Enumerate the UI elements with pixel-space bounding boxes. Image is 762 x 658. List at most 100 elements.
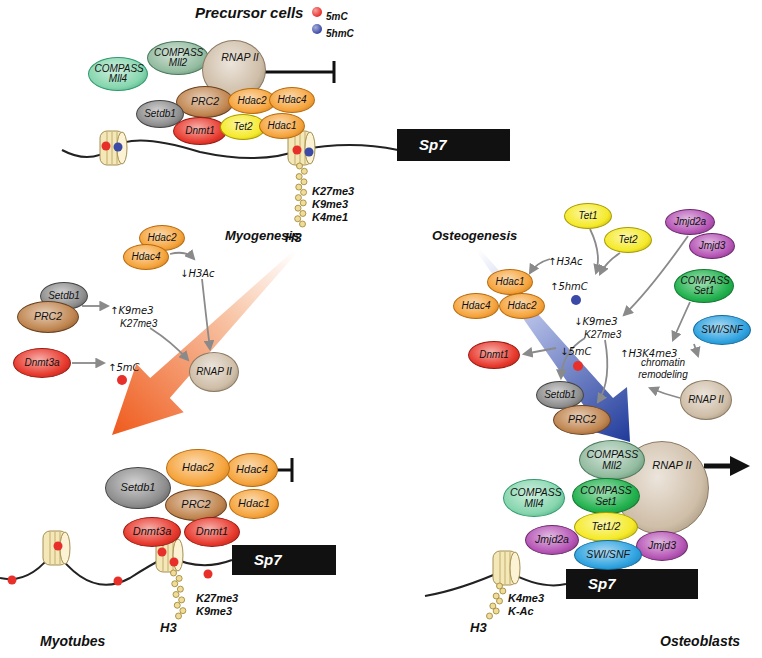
tail-bead xyxy=(295,195,301,201)
tail-bead xyxy=(301,168,307,174)
tail-bead xyxy=(497,598,503,604)
label-anchor: K4me1 xyxy=(312,207,348,225)
mark-label: ↑5hmC xyxy=(550,281,588,292)
stage-title: Osteoblasts xyxy=(660,633,740,649)
mark-label: K9me3 xyxy=(196,605,232,617)
protein-name: COMPASS Set1 xyxy=(681,276,728,297)
nucleosome-part xyxy=(112,132,113,164)
protein-name: Dnmt1 xyxy=(196,526,228,538)
protein-name: PRC2 xyxy=(34,311,62,322)
protein-name: Hdac2 xyxy=(182,462,214,474)
protein-ellipse: COMPASS Set1 xyxy=(572,478,640,514)
label-anchor: ↑5mC xyxy=(108,357,139,375)
protein-ellipse: SWI/SNF xyxy=(574,540,642,570)
protein-name: Jmjd2a xyxy=(674,217,706,228)
label-anchor: K9me3 xyxy=(312,194,348,212)
mark-label: K4me1 xyxy=(312,211,348,223)
protein-ellipse: PRC2 xyxy=(165,489,227,521)
mark-label: ↑5mC xyxy=(108,362,139,373)
protein-name: Hdac1 xyxy=(238,498,270,510)
protein-name: RNAP II xyxy=(196,367,232,378)
protein-name: RNAP II xyxy=(652,460,691,472)
tail-bead xyxy=(296,184,302,190)
gene-name: Sp7 xyxy=(419,137,447,153)
tail-bead xyxy=(173,592,179,598)
protein-ellipse: Hdac4 xyxy=(453,293,499,319)
label-anchor: K27me3 xyxy=(196,588,238,606)
mark-label: ↓H3Ac xyxy=(180,268,215,279)
protein-ellipse: Hdac4 xyxy=(123,244,169,270)
nucleosome-part xyxy=(50,532,51,564)
protein-ellipse: Dnmt3a xyxy=(123,517,181,547)
protein-name: Setdb1 xyxy=(48,291,80,302)
label-anchor: Precursor cells xyxy=(195,4,303,22)
protein-name: PRC2 xyxy=(181,499,210,511)
protein-ellipse: Dnmt1 xyxy=(468,341,520,369)
tail-bead xyxy=(500,588,506,594)
tail-bead xyxy=(297,163,303,169)
tail-bead xyxy=(487,613,493,619)
label-anchor: K9me3 xyxy=(196,601,232,619)
gene-name: Sp7 xyxy=(588,576,616,592)
protein-name: SWI/SNF xyxy=(586,549,630,560)
mark-label: K4me3 xyxy=(508,592,544,604)
protein-name: Dnmt3a xyxy=(24,358,59,369)
legend-text: 5hmC xyxy=(326,28,354,39)
protein-ellipse: Tet2 xyxy=(604,227,652,253)
stage-title: Osteogenesis xyxy=(432,228,517,243)
protein-name: Hdac4 xyxy=(132,252,161,263)
label-anchor: K4me3 xyxy=(508,588,544,606)
label-anchor: ↓5mC xyxy=(560,341,591,359)
protein-ellipse: Jmjd2a xyxy=(525,525,579,555)
protein-name: Hdac2 xyxy=(238,96,267,107)
stage-title: Myotubes xyxy=(40,633,105,649)
protein-name: Hdac1 xyxy=(268,121,297,132)
tail-bead xyxy=(176,575,182,581)
protein-ellipse: Hdac1 xyxy=(229,489,279,519)
gene-name: Sp7 xyxy=(254,552,282,568)
mark-label: H3 xyxy=(470,620,487,635)
mark-label: K9me3 xyxy=(312,198,348,210)
protein-ellipse: Hdac4 xyxy=(269,87,315,113)
mark-label: K27me3 xyxy=(312,185,354,197)
protein-name: Dnmt1 xyxy=(185,126,214,137)
protein-ellipse: Hdac4 xyxy=(226,453,278,487)
stage-title: Myogenesis xyxy=(225,228,299,243)
protein-ellipse: RNAP II xyxy=(189,352,239,392)
protein-ellipse: Hdac1 xyxy=(487,269,533,295)
protein-name: Jmjd3 xyxy=(648,540,676,551)
label-anchor: H3 xyxy=(470,618,487,636)
gene-box: Sp7 xyxy=(397,129,510,161)
protein-ellipse: PRC2 xyxy=(553,405,611,435)
protein-ellipse: Jmjd3 xyxy=(689,233,735,259)
protein-name: COMPASS Mll2 xyxy=(587,449,638,471)
protein-ellipse: PRC2 xyxy=(176,86,234,118)
label-anchor: Myogenesis xyxy=(225,226,299,244)
protein-ellipse: RNAP II xyxy=(680,380,732,420)
protein-name: Tet1/2 xyxy=(592,521,621,532)
mark-label: K27me3 xyxy=(196,592,238,604)
tail-bead xyxy=(174,602,180,608)
methyl-dots-dna xyxy=(8,142,314,586)
nucleosome-part xyxy=(305,132,315,164)
protein-name: COMPASS Mll2 xyxy=(154,48,202,69)
tail-bead xyxy=(180,608,186,614)
label-anchor: ↓K9me3 xyxy=(574,311,618,329)
label-anchor: Osteoblasts xyxy=(660,632,740,650)
mark-label: ↑K9me3 xyxy=(110,305,154,316)
label-anchor: ↑H3Ac xyxy=(548,251,583,269)
nucleosome-part xyxy=(505,552,506,584)
mark-label: K27me3 xyxy=(584,329,621,340)
legend-swatch xyxy=(312,24,322,34)
protein-name: PRC2 xyxy=(191,96,219,107)
legend-anchor: 5hmC xyxy=(326,23,354,41)
tail-bead xyxy=(301,189,307,195)
label-anchor: ↑5hmC xyxy=(550,276,588,294)
process-arrows xyxy=(112,249,630,442)
protein-name: COMPASS Set1 xyxy=(580,485,633,507)
label-anchor: ↑K9me3 xyxy=(110,300,154,318)
mark-label: ↑H3Ac xyxy=(548,256,583,267)
mark-label: H3 xyxy=(160,620,177,635)
tail-bead xyxy=(176,613,182,619)
label-anchor: Osteogenesis xyxy=(432,226,517,244)
